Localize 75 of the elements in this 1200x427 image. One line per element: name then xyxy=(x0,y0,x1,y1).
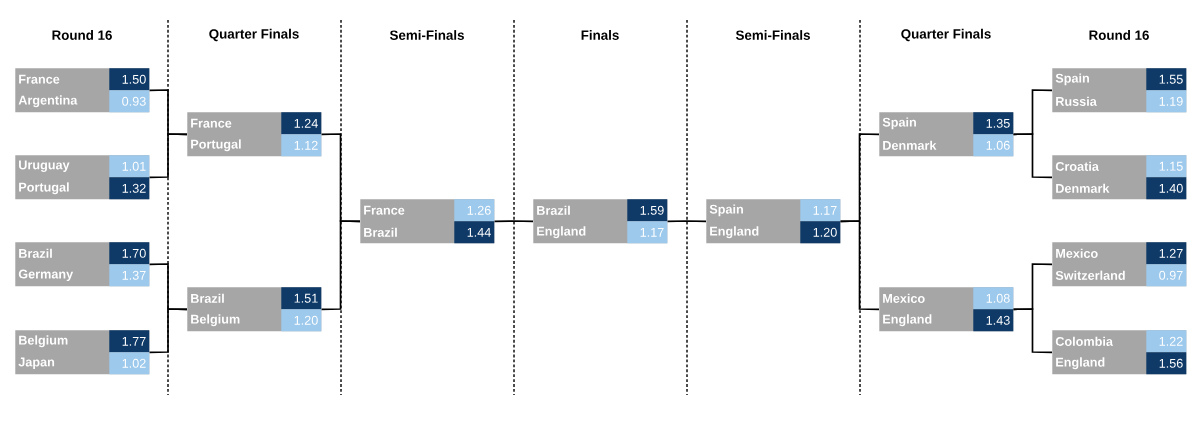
team-name: Spain xyxy=(709,204,743,217)
team-name: Argentina xyxy=(18,95,78,108)
column-heading: Quarter Finals xyxy=(901,28,991,42)
score-cell: 1.59 xyxy=(627,199,668,222)
score-cell: 1.50 xyxy=(109,68,150,91)
score-cell: 1.19 xyxy=(1146,90,1187,113)
team-name: Russia xyxy=(1056,96,1097,106)
team-name: Colombia xyxy=(1055,336,1114,346)
team-name: Germany xyxy=(18,269,74,281)
team-name: England xyxy=(1056,357,1105,370)
team-name: France xyxy=(364,205,405,215)
score-cell: 1.77 xyxy=(109,330,150,353)
team-name: Spain xyxy=(882,117,916,130)
score-cell: 1.55 xyxy=(1146,68,1187,91)
bracket-line xyxy=(320,220,361,311)
score-cell: 1.40 xyxy=(1146,177,1187,200)
score-cell: 1.27 xyxy=(1146,242,1187,265)
score-cell: 1.51 xyxy=(281,287,322,310)
bracket-line xyxy=(1012,308,1053,354)
score-cell: 1.20 xyxy=(800,221,841,244)
score-cell: 1.12 xyxy=(281,134,322,157)
score-cell: 1.02 xyxy=(109,352,150,375)
team-name: Denmark xyxy=(883,140,937,150)
bracket-line xyxy=(666,220,707,223)
score-cell: 1.17 xyxy=(627,221,668,244)
score-cell: 1.43 xyxy=(973,309,1014,332)
team-name: Japan xyxy=(18,357,55,369)
team-name: Brazil xyxy=(364,227,397,237)
team-name: Denmark xyxy=(1056,183,1110,193)
column-heading: Quarter Finals xyxy=(209,28,299,42)
column-heading: Round 16 xyxy=(1089,30,1149,40)
score-cell: 1.70 xyxy=(109,242,150,265)
score-cell: 1.08 xyxy=(973,287,1014,310)
score-cell: 1.32 xyxy=(109,177,150,200)
column-heading: Finals xyxy=(581,30,619,40)
score-cell: 1.37 xyxy=(109,264,150,287)
column-heading: Semi-Finals xyxy=(735,30,810,40)
column-heading: Semi-Finals xyxy=(389,30,464,40)
team-name: France xyxy=(19,74,60,84)
score-cell: 1.01 xyxy=(109,155,150,178)
score-cell: 1.06 xyxy=(973,134,1014,157)
team-name: England xyxy=(710,226,759,239)
score-cell: 0.93 xyxy=(109,90,150,113)
team-name: Belgium xyxy=(191,314,240,327)
score-cell: 1.20 xyxy=(281,309,322,332)
team-name: England xyxy=(883,314,932,327)
team-name: England xyxy=(537,226,586,239)
team-name: Mexico xyxy=(1056,248,1098,258)
score-cell: 1.24 xyxy=(281,112,322,135)
team-name: Brazil xyxy=(19,248,52,258)
score-cell: 1.22 xyxy=(1146,330,1187,353)
bracket-line xyxy=(1012,133,1053,179)
bracket-line xyxy=(148,308,188,354)
score-cell: 1.26 xyxy=(454,199,495,222)
team-name: Mexico xyxy=(883,293,925,303)
team-name: Croatia xyxy=(1055,161,1099,171)
score-cell: 1.17 xyxy=(800,199,841,222)
team-name: Belgium xyxy=(19,335,68,348)
team-name: Switzerland xyxy=(1055,270,1125,280)
score-cell: 0.97 xyxy=(1146,264,1187,287)
team-name: Brazil xyxy=(191,293,224,303)
team-name: Portugal xyxy=(19,182,69,195)
bracket-line xyxy=(839,220,880,311)
score-cell: 1.44 xyxy=(454,221,495,244)
score-cell: 1.35 xyxy=(973,112,1014,135)
bracket-line xyxy=(148,133,188,179)
team-name: Portugal xyxy=(191,139,241,152)
bracket-line xyxy=(493,220,534,223)
team-name: Uruguay xyxy=(19,160,70,172)
column-heading: Round 16 xyxy=(52,30,112,40)
score-cell: 1.15 xyxy=(1146,155,1187,178)
team-name: Spain xyxy=(1055,73,1089,86)
team-name: Brazil xyxy=(537,205,570,215)
team-name: France xyxy=(191,118,232,128)
score-cell: 1.56 xyxy=(1146,352,1187,375)
